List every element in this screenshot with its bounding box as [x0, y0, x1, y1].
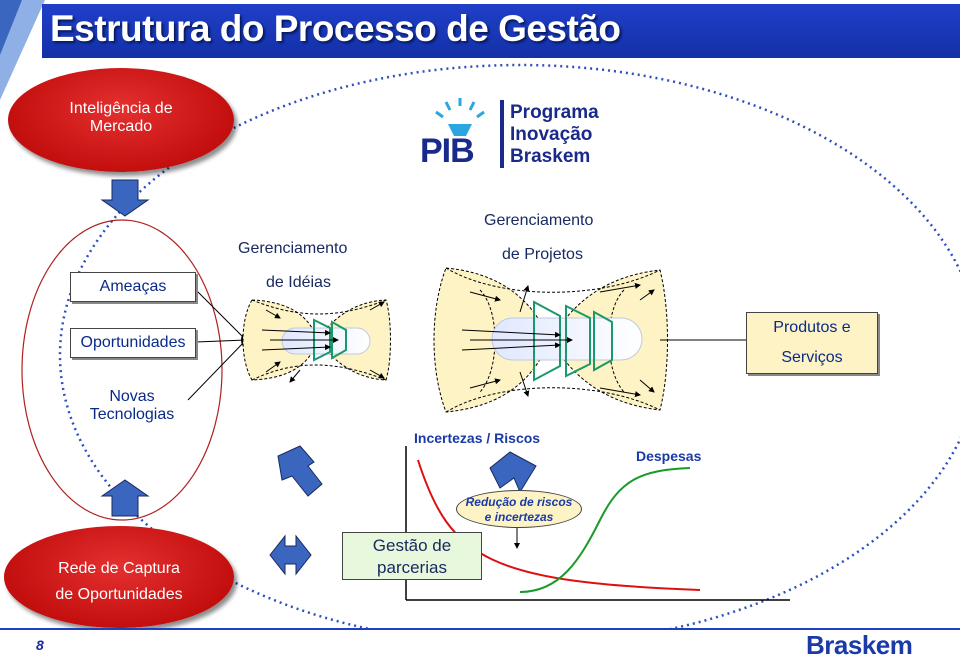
corner-decoration: [0, 0, 45, 100]
arrow-double-diagonal: [489, 451, 537, 494]
capture-line1: Rede de Captura: [58, 560, 180, 577]
ideas-mgmt-line1: Gerenciamento: [238, 240, 348, 257]
partnerships-box: Gestão de parcerias: [342, 532, 482, 580]
page-number: 8: [36, 637, 44, 653]
partnerships-line2: parcerias: [377, 558, 447, 577]
projects-funnel: [433, 267, 668, 413]
arrow-double-horizontal: [269, 534, 312, 576]
output-line2: Serviços: [781, 349, 843, 366]
risk-reduction-oval: Redução de riscos e incertezas: [456, 490, 582, 528]
page-title: Estrutura do Processo de Gestão: [50, 8, 621, 49]
capture-line2: de Oportunidades: [55, 586, 183, 603]
pib-line2: Inovação: [510, 124, 593, 145]
uncertainty-curve: [417, 459, 701, 591]
input-threats: Ameaças: [70, 272, 196, 302]
pib-mark: PIB: [420, 132, 475, 170]
braskem-logo: Braskem: [806, 630, 913, 660]
ideas-mgmt-line2: de Idéias: [266, 274, 331, 291]
title-bar: [42, 4, 960, 58]
logo-divider: [500, 100, 504, 168]
footer-bar: [0, 628, 960, 664]
capture-network-oval: Rede de Captura de Oportunidades: [4, 526, 234, 628]
pib-line1: Programa: [510, 102, 599, 123]
output-line1: Produtos e: [773, 319, 851, 336]
arrow-diagonal: [277, 445, 323, 497]
projects-mgmt-line2: de Projetos: [502, 246, 583, 263]
risk-reduction-line2: e incertezas: [484, 510, 554, 524]
arrow-capture-up: [100, 479, 150, 517]
partnerships-line1: Gestão de: [372, 536, 452, 555]
expenses-label: Despesas: [636, 448, 702, 464]
process-boundary: [58, 63, 960, 647]
pib-logo: PIB Programa Inovação Braskem: [420, 96, 620, 172]
output-box: Produtos e Serviços: [746, 312, 878, 374]
uncertainty-label: Incertezas / Riscos: [414, 430, 541, 446]
expense-curve: [519, 467, 691, 593]
input-new-tech: Novas Tecnologias: [89, 388, 175, 423]
inputs-ring: [21, 219, 223, 521]
arrow-intel-down: [100, 179, 150, 217]
market-intel-oval: Inteligência de Mercado: [8, 68, 234, 172]
market-intel-label: Inteligência de Mercado: [69, 100, 173, 135]
risk-reduction-line1: Redução de riscos: [465, 495, 573, 509]
input-opportunities: Oportunidades: [70, 328, 196, 358]
ideas-funnel: [242, 299, 391, 383]
lightbulb-icon: [435, 98, 485, 136]
projects-mgmt-line1: Gerenciamento: [484, 212, 594, 229]
pib-line3: Braskem: [510, 146, 591, 167]
